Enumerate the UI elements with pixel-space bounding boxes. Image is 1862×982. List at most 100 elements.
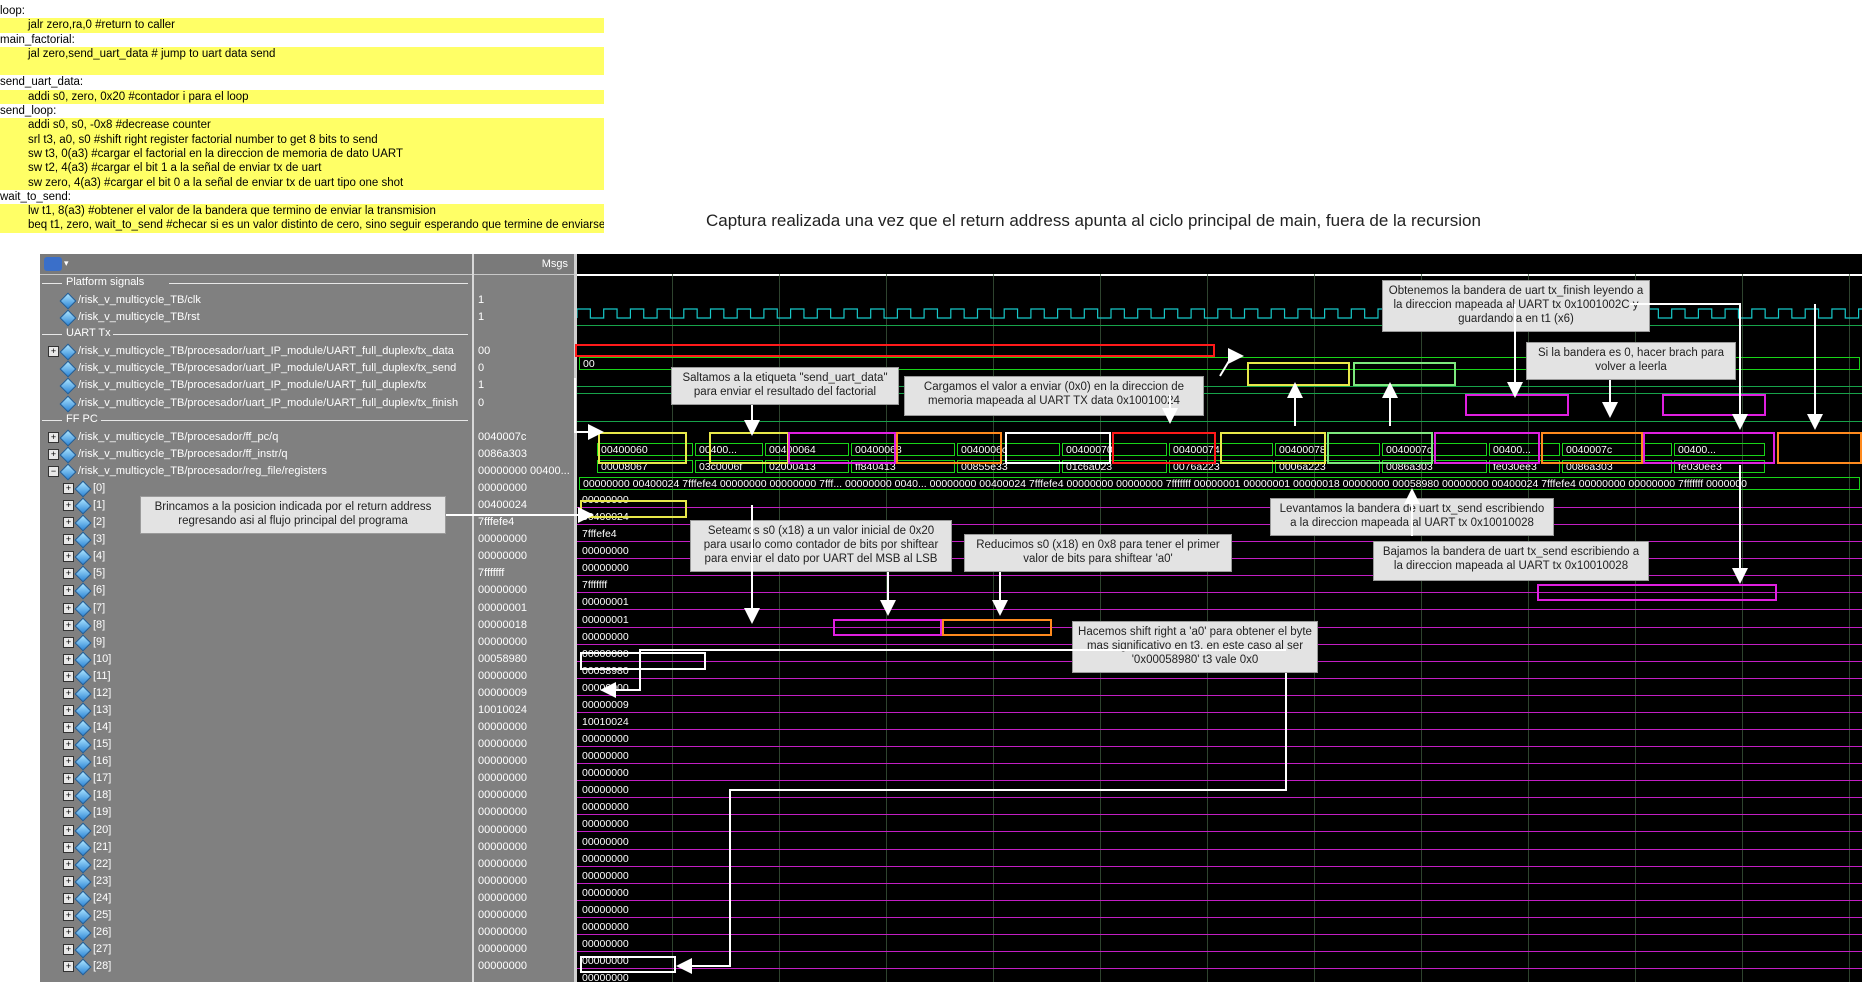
expand-icon[interactable]: + — [63, 858, 74, 870]
signal-row[interactable]: +[3] — [40, 531, 472, 549]
expand-icon[interactable]: + — [63, 585, 74, 597]
signal-value: 10010024 — [478, 704, 527, 716]
register-value: 00000000 — [582, 630, 629, 643]
signal-value: 00000000 — [478, 823, 527, 836]
signal-row[interactable]: + [26] — [40, 924, 472, 942]
signal-row[interactable]: +[19] — [40, 804, 472, 822]
expand-icon[interactable]: + — [63, 961, 74, 973]
expand-icon[interactable]: + — [63, 927, 74, 939]
expand-icon[interactable]: + — [63, 892, 74, 904]
signal-name: /risk_v_multicycle_TB/procesador/reg_fil… — [78, 464, 327, 477]
signal-row[interactable]: /risk_v_multicycle_TB/procesador/uart_IP… — [40, 395, 472, 413]
signal-row[interactable]: +[22] — [40, 856, 472, 874]
expand-icon[interactable]: + — [63, 944, 74, 956]
signal-row[interactable]: +[25] — [40, 907, 472, 925]
signal-name: [26] — [93, 926, 112, 939]
signal-row[interactable]: + /risk_v_multicycle_TB/procesador/ff_ins… — [40, 446, 472, 464]
signal-row[interactable]: /risk_v_multicycle_TB/procesador/uart_IP… — [40, 360, 472, 378]
expand-icon[interactable]: + — [48, 448, 59, 460]
signal-row[interactable]: +[16] — [40, 753, 472, 771]
signal-value: 00000000 — [478, 635, 527, 648]
expand-icon[interactable]: + — [63, 790, 74, 802]
collapse-icon[interactable]: − — [48, 465, 59, 477]
signal-row[interactable]: + /risk_v_multicycle_TB/procesador/ff_pc/… — [40, 429, 472, 447]
highlight-box — [1005, 432, 1111, 464]
expand-icon[interactable]: + — [63, 722, 74, 734]
signal-row[interactable]: +[18] — [40, 787, 472, 805]
expand-icon[interactable]: + — [63, 687, 74, 699]
signal-name: /risk_v_multicycle_TB/procesador/ff_inst… — [78, 447, 288, 460]
signal-row[interactable]: +[21] — [40, 839, 472, 857]
signal-row[interactable]: +[5] — [40, 565, 472, 583]
expand-icon[interactable]: + — [63, 653, 74, 665]
signal-row[interactable]: +[6] — [40, 582, 472, 600]
expand-icon[interactable]: + — [63, 602, 74, 614]
expand-icon[interactable]: + — [63, 670, 74, 682]
signal-row[interactable]: +[23] — [40, 873, 472, 891]
annotation-cargamos: Cargamos el valor a enviar (0x0) en la d… — [904, 376, 1204, 416]
expand-icon[interactable]: + — [63, 807, 74, 819]
expand-icon[interactable]: + — [63, 500, 74, 512]
signal-row[interactable]: +[24] — [40, 890, 472, 908]
signal-row[interactable]: +[7] — [40, 600, 472, 618]
expand-icon[interactable]: + — [63, 568, 74, 580]
code-line: srl t3, a0, s0 #shift right register fac… — [0, 132, 604, 147]
expand-icon[interactable]: + — [63, 534, 74, 546]
signal-row[interactable]: + [27] — [40, 941, 472, 959]
signal-row[interactable]: +[20] — [40, 822, 472, 840]
signal-row[interactable]: +[2] — [40, 514, 472, 532]
signal-row[interactable]: +[13] — [40, 702, 472, 720]
signal-row[interactable]: +[4] — [40, 548, 472, 566]
signal-row[interactable]: /risk_v_multicycle_TB/procesador/uart_IP… — [40, 377, 472, 395]
signal-row[interactable]: +[14] — [40, 719, 472, 737]
expand-icon[interactable]: + — [63, 909, 74, 921]
grid-line — [1849, 274, 1850, 982]
signal-row[interactable]: +[10] — [40, 651, 472, 669]
annotation-arrow — [1219, 348, 1244, 377]
highlight-box — [1537, 584, 1777, 601]
register-trace — [577, 865, 1862, 867]
code-line — [0, 61, 604, 76]
signal-row[interactable]: /risk_v_multicycle_TB/rst — [40, 309, 472, 327]
signal-row[interactable]: − /risk_v_multicycle_TB/procesador/reg_fi… — [40, 463, 472, 481]
expand-icon[interactable]: + — [48, 431, 59, 443]
group-divider — [169, 283, 468, 284]
expand-icon[interactable]: + — [63, 824, 74, 836]
registers-bus: 00000000 00400024 7fffefe4 00000000 0000… — [579, 476, 1860, 490]
expand-icon[interactable]: + — [63, 482, 74, 494]
signal-row[interactable]: +/risk_v_multicycle_TB/procesador/uart_I… — [40, 343, 472, 361]
signal-row[interactable]: +[1] — [40, 497, 472, 515]
expand-icon[interactable]: + — [63, 705, 74, 716]
signal-row[interactable]: +[8] — [40, 617, 472, 635]
expand-icon[interactable]: + — [63, 739, 74, 751]
expand-icon[interactable]: + — [63, 841, 74, 853]
code-line: jal zero,send_uart_data # jump to uart d… — [0, 46, 604, 62]
expand-icon[interactable]: + — [48, 346, 59, 358]
grid-line — [1742, 274, 1743, 982]
signal-row[interactable]: +[28] — [40, 958, 472, 976]
signal-name: /risk_v_multicycle_TB/procesador/ff_pc/q — [78, 430, 279, 443]
grid-line — [1421, 274, 1422, 982]
signal-row[interactable]: +[11] — [40, 668, 472, 686]
signal-row[interactable]: +[12] — [40, 685, 472, 703]
register-value: 00000000 — [582, 869, 629, 882]
signal-row[interactable]: +[15] — [40, 736, 472, 754]
expand-icon[interactable]: + — [63, 756, 74, 768]
pc-segment: 0040006c — [957, 442, 1060, 456]
expand-icon[interactable]: + — [63, 875, 74, 887]
chevron-down-icon[interactable]: ▾ — [64, 258, 69, 268]
expand-icon[interactable]: + — [63, 773, 74, 785]
signal-row[interactable]: /risk_v_multicycle_TB/clk — [40, 292, 472, 310]
signal-value: 00000000 — [478, 755, 527, 768]
group-divider — [101, 419, 468, 421]
expand-icon[interactable]: + — [63, 636, 74, 648]
signal-row[interactable]: +[0] — [40, 480, 472, 498]
expand-icon[interactable]: + — [63, 619, 74, 631]
register-trace — [577, 746, 1862, 748]
signal-row[interactable]: +[9] — [40, 634, 472, 652]
signal-name: [27] — [93, 943, 112, 956]
wave-toolbar-icon[interactable] — [44, 257, 62, 271]
expand-icon[interactable]: + — [63, 517, 74, 529]
expand-icon[interactable]: + — [63, 551, 74, 563]
signal-row[interactable]: +[17] — [40, 770, 472, 788]
